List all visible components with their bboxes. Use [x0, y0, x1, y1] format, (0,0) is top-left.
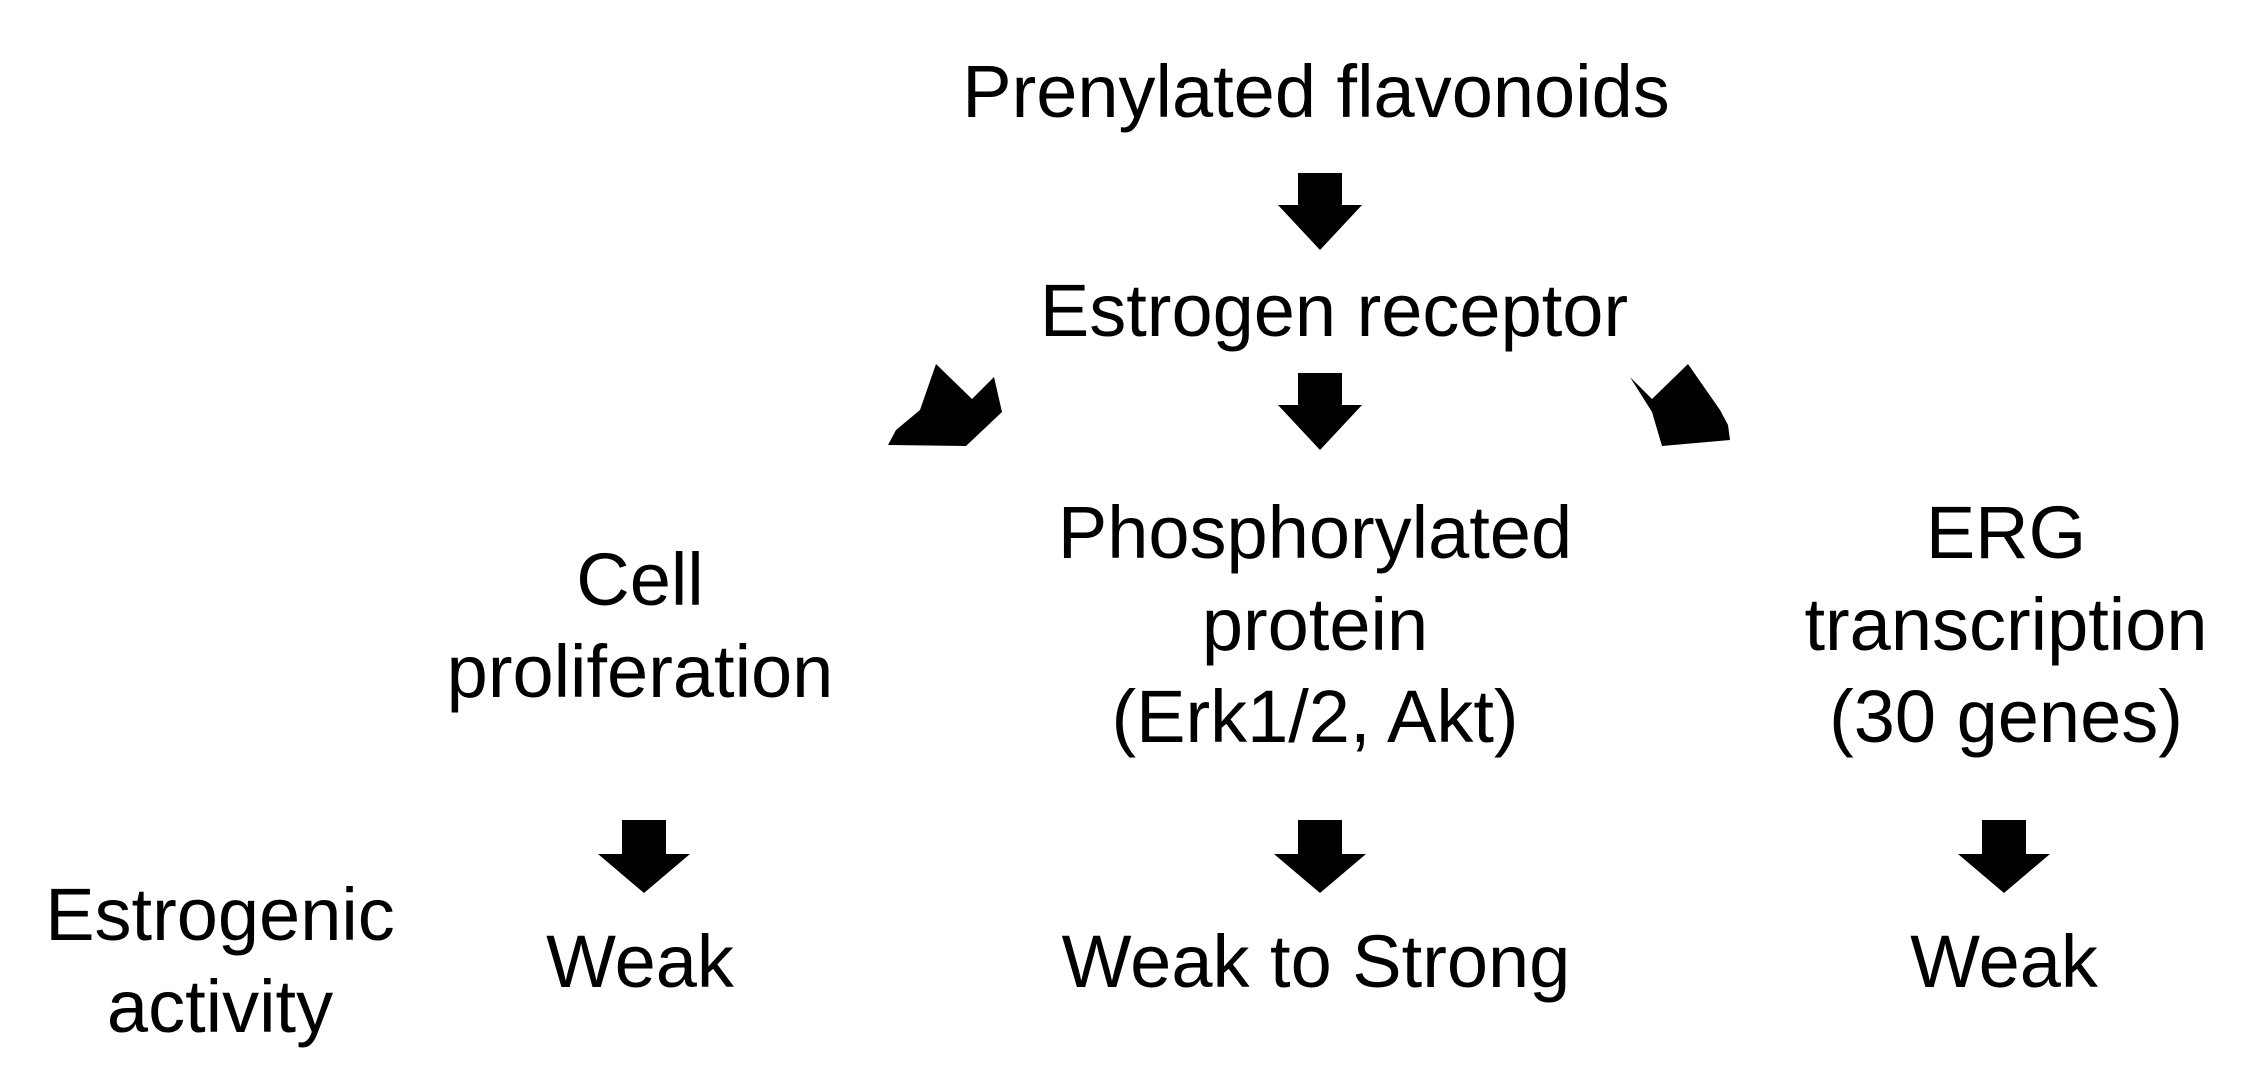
arrow-down-right-icon [1630, 364, 1730, 446]
arrow-down-left-icon [888, 364, 1002, 446]
row-label-estrogenic-activity: Estrogenic activity [45, 869, 395, 1053]
node-phosphorylated-protein-line-3: (Erk1/2, Akt) [1111, 675, 1519, 758]
node-prenylated-flavonoids: Prenylated flavonoids [962, 50, 1670, 133]
arrow-down-icon-1 [1278, 173, 1362, 250]
node-cell-proliferation: Cell proliferation [447, 534, 834, 718]
node-phosphorylated-protein-line-1: Phosphorylated [1057, 491, 1573, 574]
node-erg-transcription-line-1: ERG [1925, 491, 2087, 574]
node-erg-transcription: ERG transcription (30 genes) [1804, 487, 2207, 763]
node-cell-proliferation-line-2: proliferation [446, 630, 834, 713]
row-label-line-1: Estrogenic [45, 873, 395, 956]
result-left: Weak [546, 920, 734, 1003]
node-erg-transcription-line-3: (30 genes) [1829, 675, 2183, 758]
node-phosphorylated-protein-line-2: protein [1201, 583, 1429, 666]
result-right: Weak [1910, 920, 2098, 1003]
node-estrogen-receptor: Estrogen receptor [1039, 269, 1629, 352]
node-erg-transcription-line-2: transcription [1804, 583, 2208, 666]
node-cell-proliferation-line-1: Cell [576, 538, 704, 621]
arrow-down-icon-2 [1278, 373, 1362, 450]
arrow-down-icon-center-result [1274, 820, 1366, 893]
node-phosphorylated-protein: Phosphorylated protein (Erk1/2, Akt) [1058, 487, 1572, 763]
arrow-down-icon-right-result [1958, 820, 2050, 893]
result-center: Weak to Strong [1061, 920, 1571, 1003]
row-label-line-2: activity [106, 965, 334, 1048]
arrow-down-icon-left-result [598, 820, 690, 893]
